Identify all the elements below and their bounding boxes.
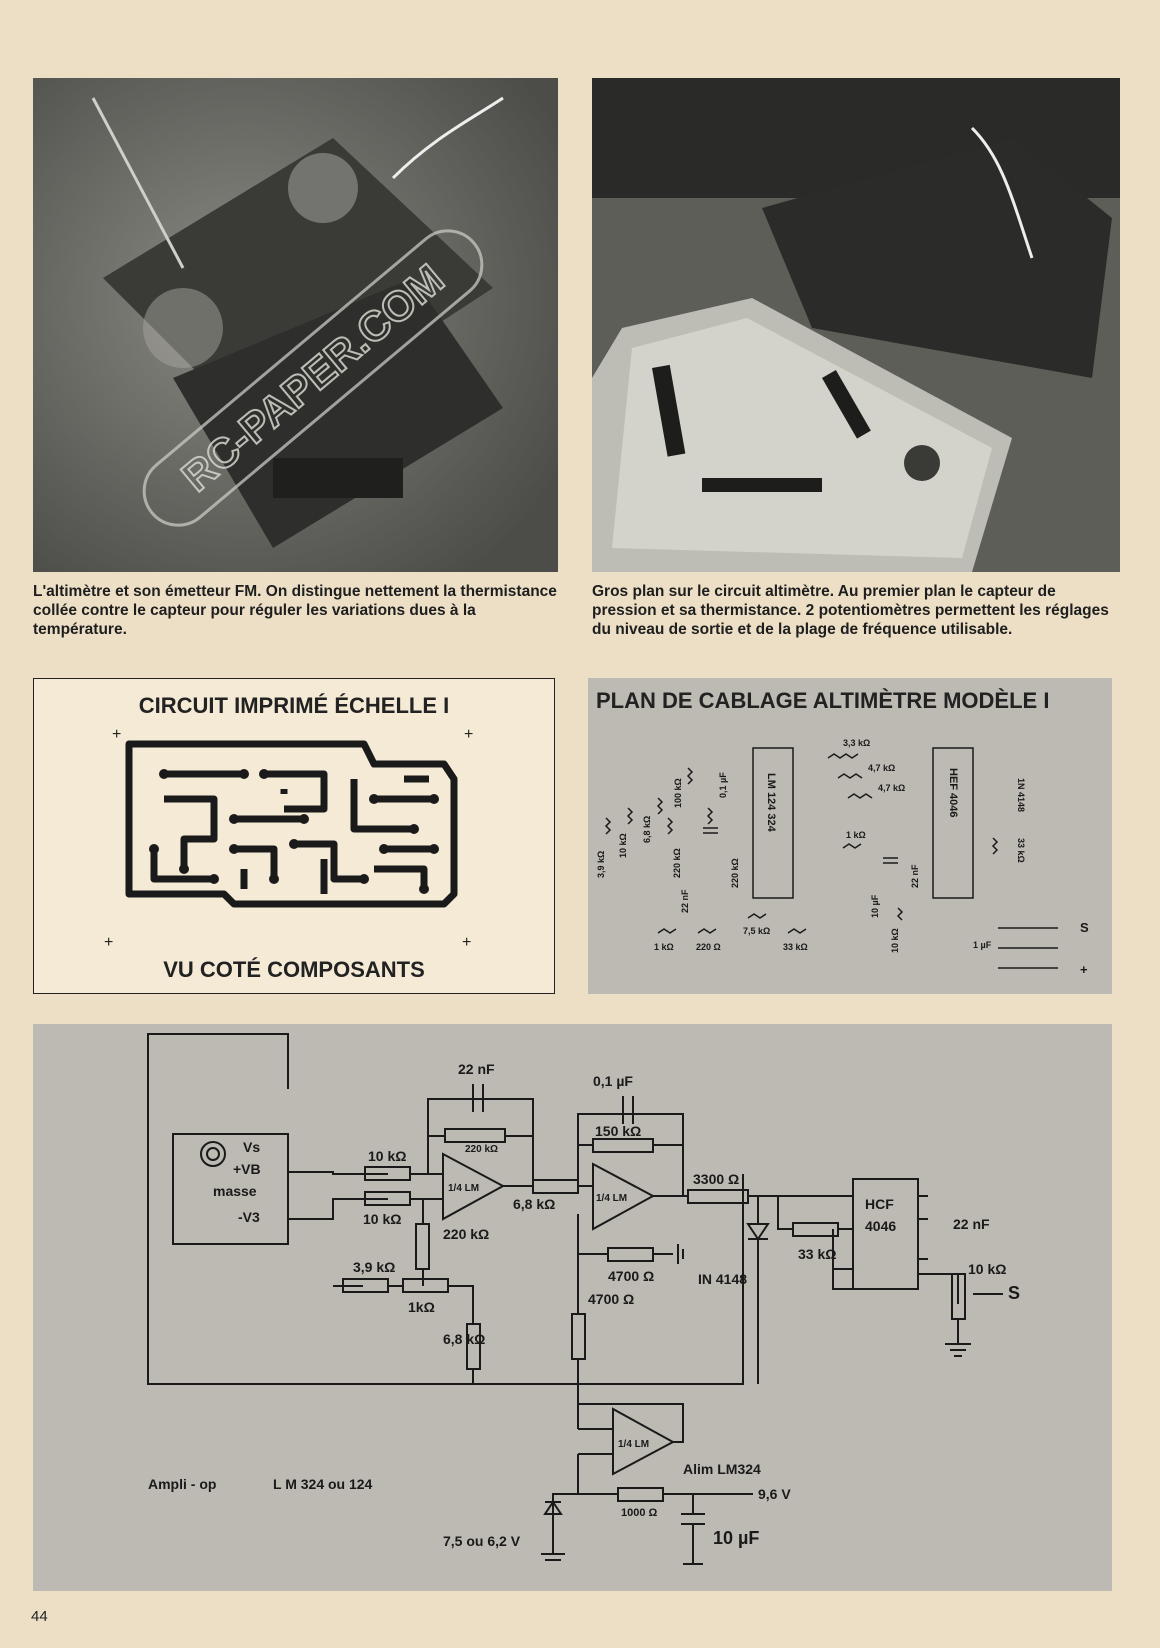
plan-label-4: 0,1 µF bbox=[718, 772, 728, 798]
label-ic: HCF bbox=[865, 1196, 894, 1212]
label-op1: 1/4 LM bbox=[448, 1183, 479, 1194]
caption-left: L'altimètre et son émetteur FM. On disti… bbox=[33, 583, 557, 638]
label-r-39: 3,9 kΩ bbox=[353, 1259, 395, 1275]
label-r-4700b: 4700 Ω bbox=[588, 1291, 634, 1307]
label-r-68k: 6,8 kΩ bbox=[443, 1331, 485, 1347]
plan-label-15: 4,7 kΩ bbox=[878, 783, 905, 793]
plan-label-25: + bbox=[1080, 962, 1088, 977]
sensor-vb: +VB bbox=[233, 1161, 261, 1177]
label-r-in1: 10 kΩ bbox=[368, 1148, 406, 1164]
label-r-fb2: 150 kΩ bbox=[595, 1123, 641, 1139]
plan-label-23: 1 µF bbox=[973, 940, 992, 950]
plan-label-18: 10 µF bbox=[870, 894, 880, 918]
pcb-plus-tl: + bbox=[112, 726, 121, 743]
schematic-drawing: Vs +VB masse -V3 22 nF 220 kΩ 10 kΩ 10 k… bbox=[147, 1033, 1020, 1565]
label-r-in2: 10 kΩ bbox=[363, 1211, 401, 1227]
plan-title: PLAN DE CABLAGE ALTIMÈTRE MODÈLE I bbox=[596, 688, 1050, 713]
plan-label-12: 33 kΩ bbox=[783, 942, 808, 952]
sensor-vs: Vs bbox=[243, 1139, 260, 1155]
plan-label-24: S bbox=[1080, 920, 1089, 935]
label-r-bias: 220 kΩ bbox=[443, 1226, 489, 1242]
pcb-title: CIRCUIT IMPRIMÉ ÉCHELLE I bbox=[138, 693, 450, 718]
pcb-plus-bl: + bbox=[104, 934, 113, 951]
plan-label-3: 100 kΩ bbox=[673, 778, 683, 808]
plan-label-9: 1 kΩ bbox=[654, 942, 674, 952]
label-c2: 0,1 µF bbox=[593, 1073, 633, 1089]
label-c3: 22 nF bbox=[953, 1216, 990, 1232]
sensor-masse: masse bbox=[213, 1183, 257, 1199]
label-r-fb1: 220 kΩ bbox=[465, 1144, 498, 1155]
plan-label-1: 10 kΩ bbox=[618, 833, 628, 858]
wiring-plan-panel: PLAN DE CABLAGE ALTIMÈTRE MODÈLE I 3,9 k… bbox=[588, 678, 1112, 994]
plan-label-21: 33 kΩ bbox=[1016, 838, 1026, 863]
plan-label-14: 4,7 kΩ bbox=[868, 763, 895, 773]
label-r-68k-2: 6,8 kΩ bbox=[513, 1196, 555, 1212]
label-ampli: Ampli - op bbox=[148, 1476, 216, 1492]
plan-label-13: 3,3 kΩ bbox=[843, 738, 870, 748]
plan-label-6: 22 nF bbox=[680, 889, 690, 913]
plan-label-17: 22 nF bbox=[910, 864, 920, 888]
sensor-vminus: -V3 bbox=[238, 1209, 260, 1225]
plan-label-8: LM 124 324 bbox=[765, 773, 777, 833]
plan-label-10: 220 Ω bbox=[696, 942, 721, 952]
label-ic-num: 4046 bbox=[865, 1218, 896, 1234]
label-out: S bbox=[1008, 1283, 1020, 1303]
plan-label-0: 3,9 kΩ bbox=[596, 851, 606, 878]
plan-label-11: 7,5 kΩ bbox=[743, 926, 770, 936]
label-alim: Alim LM324 bbox=[683, 1461, 761, 1477]
label-op2: 1/4 LM bbox=[596, 1193, 627, 1204]
label-lm: L M 324 ou 124 bbox=[273, 1476, 373, 1492]
label-diode: IN 4148 bbox=[698, 1271, 747, 1287]
page-number: 44 bbox=[31, 1608, 48, 1625]
plan-label-19: HEF 4046 bbox=[947, 768, 959, 818]
label-zener: 7,5 ou 6,2 V bbox=[443, 1533, 521, 1549]
pcb-traces: + + + + bbox=[104, 726, 473, 951]
plan-label-22: 10 kΩ bbox=[890, 928, 900, 953]
label-r-4700a: 4700 Ω bbox=[608, 1268, 654, 1284]
label-pot-1k: 1kΩ bbox=[408, 1299, 435, 1315]
pcb-plus-br: + bbox=[462, 934, 471, 951]
schematic-panel: Vs +VB masse -V3 22 nF 220 kΩ 10 kΩ 10 k… bbox=[33, 1024, 1112, 1591]
wiring-plan-drawing: 3,9 kΩ 10 kΩ 6,8 kΩ 100 kΩ 0,1 µF 220 kΩ… bbox=[596, 738, 1089, 977]
plan-label-5: 220 kΩ bbox=[672, 848, 682, 878]
label-r-1000: 1000 Ω bbox=[621, 1507, 658, 1519]
pcb-footer: VU COTÉ COMPOSANTS bbox=[163, 957, 425, 982]
pcb-plus-tr: + bbox=[464, 726, 473, 743]
label-c1: 22 nF bbox=[458, 1061, 495, 1077]
plan-label-2: 6,8 kΩ bbox=[642, 816, 652, 843]
label-r-3300: 3300 Ω bbox=[693, 1171, 739, 1187]
label-op3: 1/4 LM bbox=[618, 1439, 649, 1450]
photo-altimeter-transmitter: RC-PAPER.COM bbox=[33, 78, 558, 572]
label-supply: 9,6 V bbox=[758, 1486, 791, 1502]
label-c4: 10 µF bbox=[713, 1528, 759, 1548]
plan-label-7: 220 kΩ bbox=[730, 858, 740, 888]
label-pot-10k: 10 kΩ bbox=[968, 1261, 1006, 1277]
caption-right: Gros plan sur le circuit altimètre. Au p… bbox=[592, 583, 1109, 638]
photo-altimeter-circuit bbox=[592, 78, 1120, 572]
plan-label-16: 1 kΩ bbox=[846, 830, 866, 840]
plan-label-20: 1N 4148 bbox=[1016, 778, 1026, 812]
pcb-layout-panel: CIRCUIT IMPRIMÉ ÉCHELLE I + + + + VU COT bbox=[33, 678, 555, 994]
label-r-33k: 33 kΩ bbox=[798, 1246, 836, 1262]
